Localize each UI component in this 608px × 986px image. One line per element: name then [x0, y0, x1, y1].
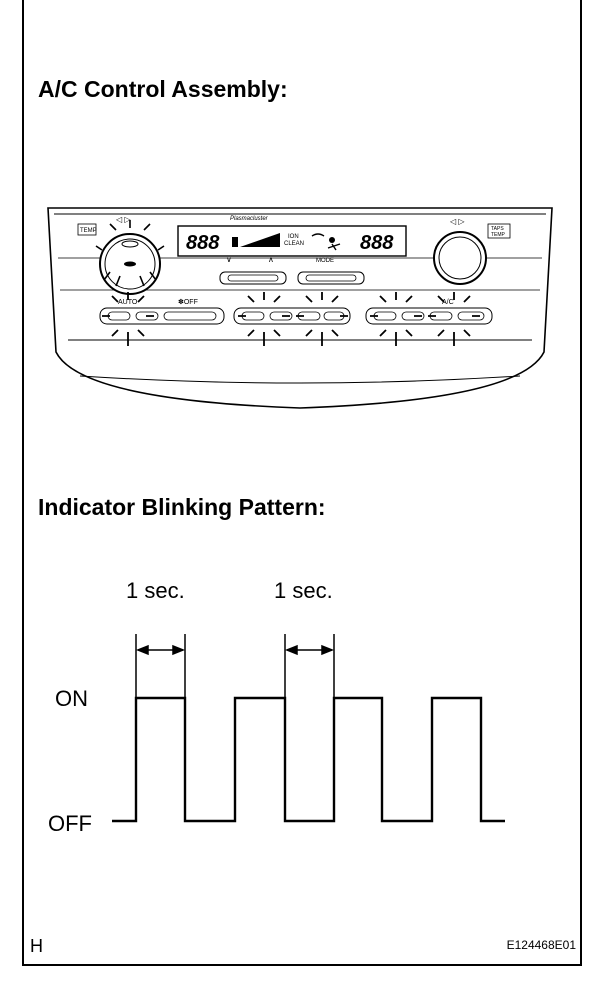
- fan-off-label: ✽OFF: [178, 298, 198, 306]
- temp-left-label: TEMP: [80, 228, 97, 234]
- svg-text:∧: ∧: [268, 255, 274, 264]
- interval-marker-2: [284, 634, 335, 698]
- lcd-display: [177, 225, 407, 257]
- corner-mark: H: [30, 936, 43, 956]
- interval-marker-1: [135, 634, 186, 698]
- svg-text:◁ ▷: ◁ ▷: [116, 215, 131, 224]
- blink-waveform: [112, 634, 505, 823]
- brand-label: Plasmacluster: [230, 216, 269, 222]
- airflow-mode-icon: [311, 233, 341, 251]
- right-temp-knob: [433, 231, 487, 285]
- interval-label-1: 1 sec.: [126, 578, 185, 603]
- assembly-heading: A/C Control Assembly:: [38, 76, 288, 102]
- interval-label-2: 1 sec.: [274, 578, 333, 603]
- ac-control-panel: TEMP ◁ ▷ Plasmacluster 888 ION CLEAN 888…: [47, 207, 553, 409]
- right-display-value: 888: [360, 232, 394, 254]
- ac-label: A/C: [442, 299, 454, 306]
- blinking-indicator-rays: [102, 292, 480, 346]
- left-display-value: 888: [186, 232, 220, 254]
- square-wave: [112, 696, 505, 823]
- temp-right-label-1: TAPS: [491, 226, 504, 232]
- clean-label: CLEAN: [284, 241, 304, 247]
- ion-label: ION: [288, 234, 299, 240]
- figure-frame: [22, 0, 582, 966]
- svg-text:◁ ▷: ◁ ▷: [450, 217, 465, 226]
- svg-text:∨: ∨: [226, 255, 232, 264]
- temp-right-label-2: TEMP: [491, 232, 506, 238]
- left-temp-knob: [95, 220, 165, 295]
- off-label: OFF: [48, 811, 92, 836]
- fan-level-bar: [232, 233, 280, 247]
- mode-label: MODE: [316, 258, 334, 264]
- pattern-heading: Indicator Blinking Pattern:: [38, 494, 326, 520]
- on-label: ON: [55, 686, 88, 711]
- figure-code: E124468E01: [506, 938, 576, 952]
- auto-label: AUTO: [118, 299, 138, 306]
